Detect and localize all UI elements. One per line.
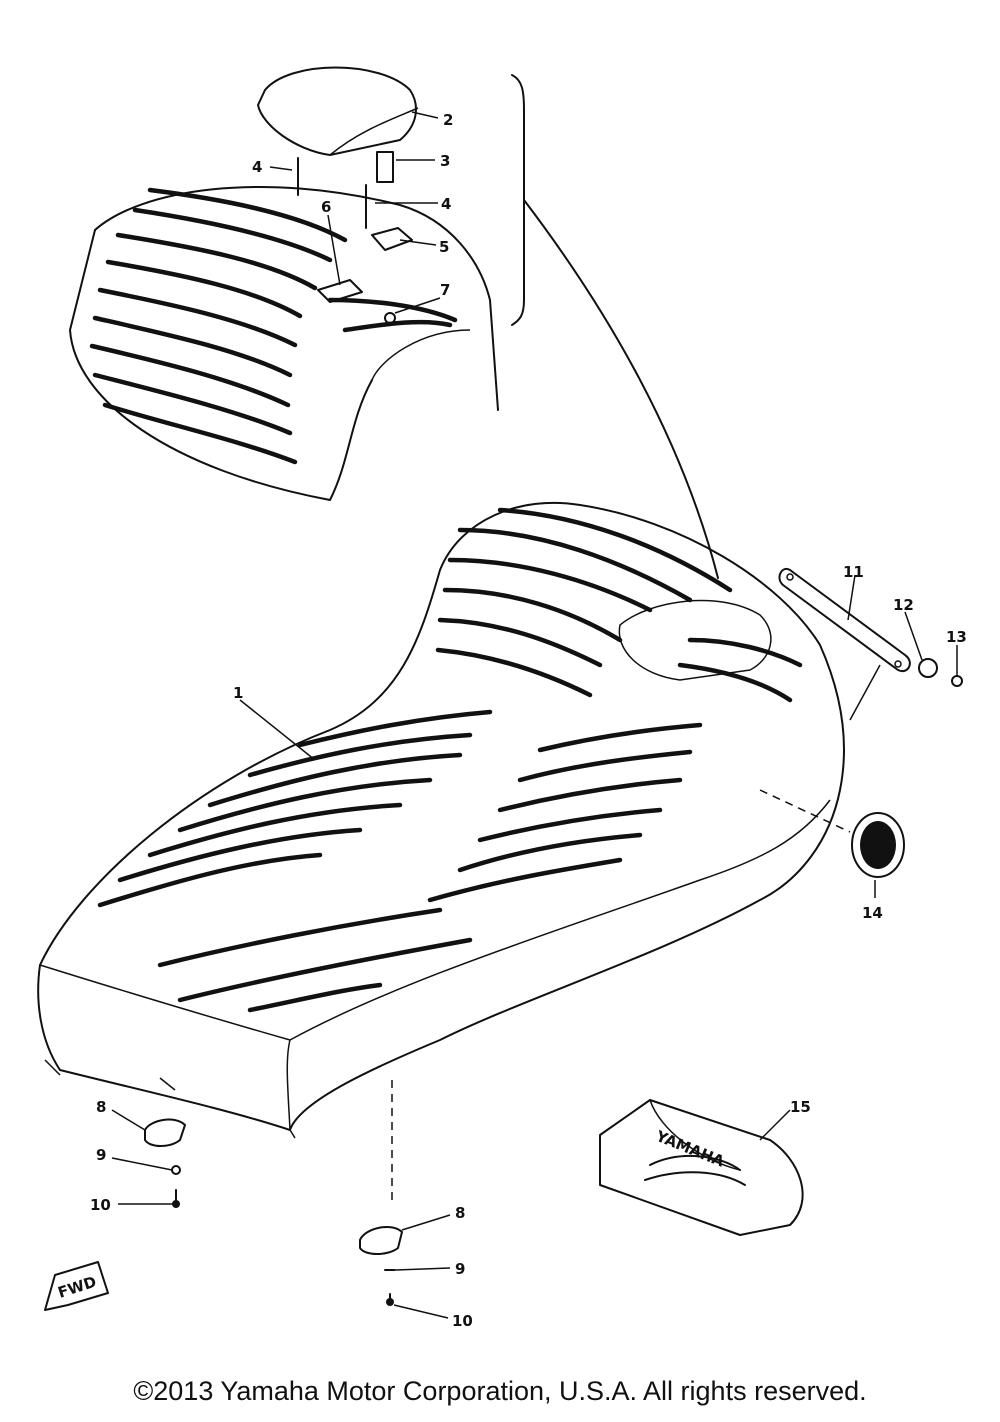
part-12-washer <box>918 658 938 678</box>
fwd-arrow: FWD <box>44 1261 109 1311</box>
callout-4-top: 4 <box>252 158 262 176</box>
hook-assembly-right <box>359 1225 403 1306</box>
bag-print: YAMAHA <box>653 1127 728 1171</box>
hook-assembly-left <box>144 1118 186 1208</box>
callout-10-left: 10 <box>90 1196 111 1214</box>
part-1-seat <box>37 501 845 1139</box>
hump-ribs <box>89 187 458 465</box>
part-13-screw <box>951 675 963 687</box>
emblem-leader <box>759 789 851 833</box>
detail-pointer-line <box>523 199 719 579</box>
callout-9-right: 9 <box>455 1260 465 1278</box>
part-15-tool-bag: YAMAHA <box>599 1099 804 1236</box>
callout-1: 1 <box>233 684 243 702</box>
seat-ribs <box>97 507 803 1013</box>
part-14-emblem <box>851 812 905 878</box>
callout-12: 12 <box>893 596 914 614</box>
leader-lines <box>111 111 958 1319</box>
callout-13: 13 <box>946 628 967 646</box>
rear-hump-detail-view <box>69 185 499 501</box>
callout-10-right: 10 <box>452 1312 473 1330</box>
part-2-pad <box>257 66 419 156</box>
part-11-strap <box>778 567 911 673</box>
callout-4-mid: 4 <box>441 195 451 213</box>
part-5-bracket <box>371 227 413 251</box>
callout-numbers: 2 3 4 4 5 6 7 1 11 12 13 14 8 9 10 8 9 1… <box>90 111 967 1330</box>
part-3-clip <box>376 151 394 183</box>
callout-14: 14 <box>862 904 883 922</box>
callout-11: 11 <box>843 563 864 581</box>
detail-bracket <box>511 74 525 326</box>
callout-15: 15 <box>790 1098 811 1116</box>
strap-leader <box>849 664 881 721</box>
callout-5: 5 <box>439 238 449 256</box>
callout-3: 3 <box>440 152 450 170</box>
callout-6: 6 <box>321 198 331 216</box>
callout-7: 7 <box>440 281 450 299</box>
callout-9-left: 9 <box>96 1146 106 1164</box>
copyright-notice: ©2013 Yamaha Motor Corporation, U.S.A. A… <box>133 1376 867 1406</box>
callout-2: 2 <box>443 111 453 129</box>
callout-8-right: 8 <box>455 1204 465 1222</box>
part-7-nut <box>384 312 396 324</box>
seat-exploded-diagram: YAMAHA FWD 2 3 4 4 5 6 7 1 11 <box>37 66 967 1330</box>
callout-8-left: 8 <box>96 1098 106 1116</box>
